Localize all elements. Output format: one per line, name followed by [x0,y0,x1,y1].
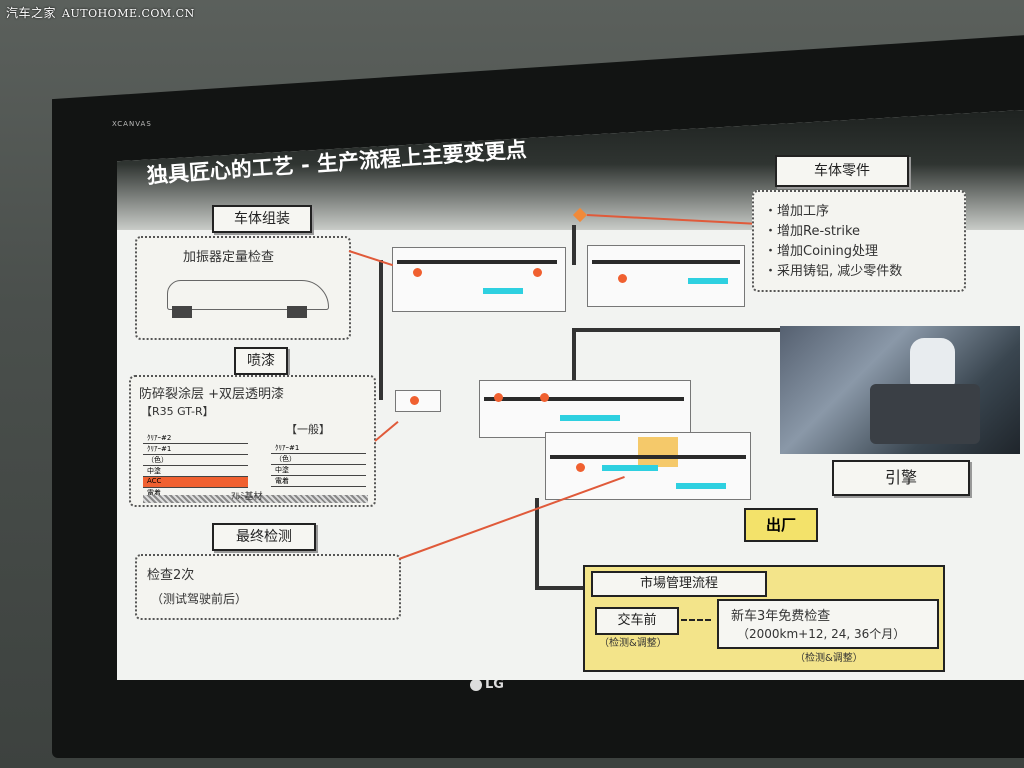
body-parts-item: ・增加Coining处理 [764,244,878,259]
general-header: 【一般】 [286,423,330,436]
process-tag [483,288,523,294]
layer: ｸﾘｱｰ#1 [143,444,248,455]
aluminum-base-label: ｱﾙﾐ基材 [231,492,263,502]
paint-note: 防碎裂涂层 +双层透明漆 [139,387,285,402]
connector-line [535,498,539,588]
process-tag [676,483,726,489]
connector-line [379,260,383,400]
flow-diagram [545,432,751,500]
pointer-arrow [398,475,625,560]
presentation-slide: 独具匠心的工艺 - 生产流程上主要变更点 车体组装 加振器定量检查 喷漆 防碎裂… [117,110,1024,680]
aluminum-base [143,495,368,503]
r35-layer-stack: ｸﾘｱｰ#2 ｸﾘｱｰ#1 （色） 中塗 ACC 電着 [143,433,248,499]
process-tag [602,465,658,471]
body-parts-box: ・增加工序 ・增加Re-strike ・增加Coining处理 ・采用铸铝, 减… [752,190,966,292]
watermark-site: 汽车之家 [6,6,57,20]
final-inspection-label: 最终检测 [212,523,316,551]
body-parts-item: ・采用铸铝, 减少零件数 [764,264,903,279]
connector-line [572,328,576,380]
paint-box: 防碎裂涂层 +双层透明漆 【R35 GT-R】 【一般】 ｸﾘｱｰ#2 ｸﾘｱｰ… [129,375,376,507]
body-parts-item: ・增加Re-strike [764,224,861,239]
shaker-icon [287,306,307,318]
lg-logo-icon [470,678,482,691]
free-check-sub: （检测&调整） [795,653,863,664]
layer: 中塗 [271,465,366,476]
engine-figure [870,384,980,444]
monitor-logo: LG [470,677,504,692]
pre-delivery-sub: （检测&调整） [599,638,667,649]
flow-line [397,260,557,264]
body-parts-item: ・增加工序 [764,204,830,219]
body-assembly-label: 车体组装 [212,205,312,233]
process-tag [688,278,728,284]
paint-label: 喷漆 [234,347,288,375]
market-panel: 市場管理流程 交车前 （检测&调整） 新车3年免费检查 （2000km+12, … [583,565,945,672]
flow-line [550,455,746,459]
flow-node [395,390,441,412]
connector-line [535,586,585,590]
process-node [533,268,542,277]
general-layer-stack: ｸﾘｱｰ#1 （色） 中塗 電着 [271,443,366,487]
connector-line [572,328,857,332]
layer: 電着 [271,476,366,487]
free-check-detail: （2000km+12, 24, 36个月） [737,627,906,641]
pointer-arrow [348,250,394,267]
final-inspection-box: 检查2次 （测试驾驶前后） [135,554,401,620]
free-check-title: 新车3年免费检查 [731,609,831,624]
engine-assembly-photo [780,326,1020,454]
layer-acc: ACC [143,477,248,488]
layer: ｸﾘｱｰ#1 [271,443,366,454]
monitor-brand: XCANVAS [112,120,152,128]
layer: （色） [143,455,248,466]
watermark: 汽车之家 AUTOHOME.COM.CN [6,4,195,21]
dashed-arrow [681,619,711,621]
pre-delivery-box: 交车前 [595,607,679,635]
flow-diagram [479,380,691,438]
layer: ｸﾘｱｰ#2 [143,433,248,444]
layer: （色） [271,454,366,465]
process-node [410,396,419,405]
body-parts-label: 车体零件 [775,155,909,187]
shipping-label: 出厂 [744,508,818,542]
watermark-url: AUTOHOME.COM.CN [62,7,195,20]
free-check-box: 新车3年免费检查 （2000km+12, 24, 36个月） [717,599,939,649]
body-assembly-note: 加振器定量检查 [183,250,275,265]
process-node [576,463,585,472]
highlight-area [638,437,678,467]
final-inspection-line2: （测试驾驶前后） [151,592,248,606]
pointer-arrow [374,420,399,442]
flow-diagram [587,245,745,307]
engine-label: 引擎 [832,460,970,496]
final-inspection-line1: 检查2次 [147,568,195,583]
process-node [618,274,627,283]
shaker-icon [172,306,192,318]
process-tag [560,415,620,421]
connector-line [572,225,576,265]
flow-line [592,260,740,264]
body-assembly-box: 加振器定量检查 [135,236,351,340]
process-node [494,393,503,402]
worker-figure [910,338,955,386]
r35-header: 【R35 GT-R】 [141,405,214,418]
flow-diagram [392,247,566,312]
process-node [413,268,422,277]
layer: 中塗 [143,466,248,477]
logo-text: LG [485,677,504,692]
flow-line [484,397,684,401]
process-node [540,393,549,402]
market-title: 市場管理流程 [591,571,767,597]
